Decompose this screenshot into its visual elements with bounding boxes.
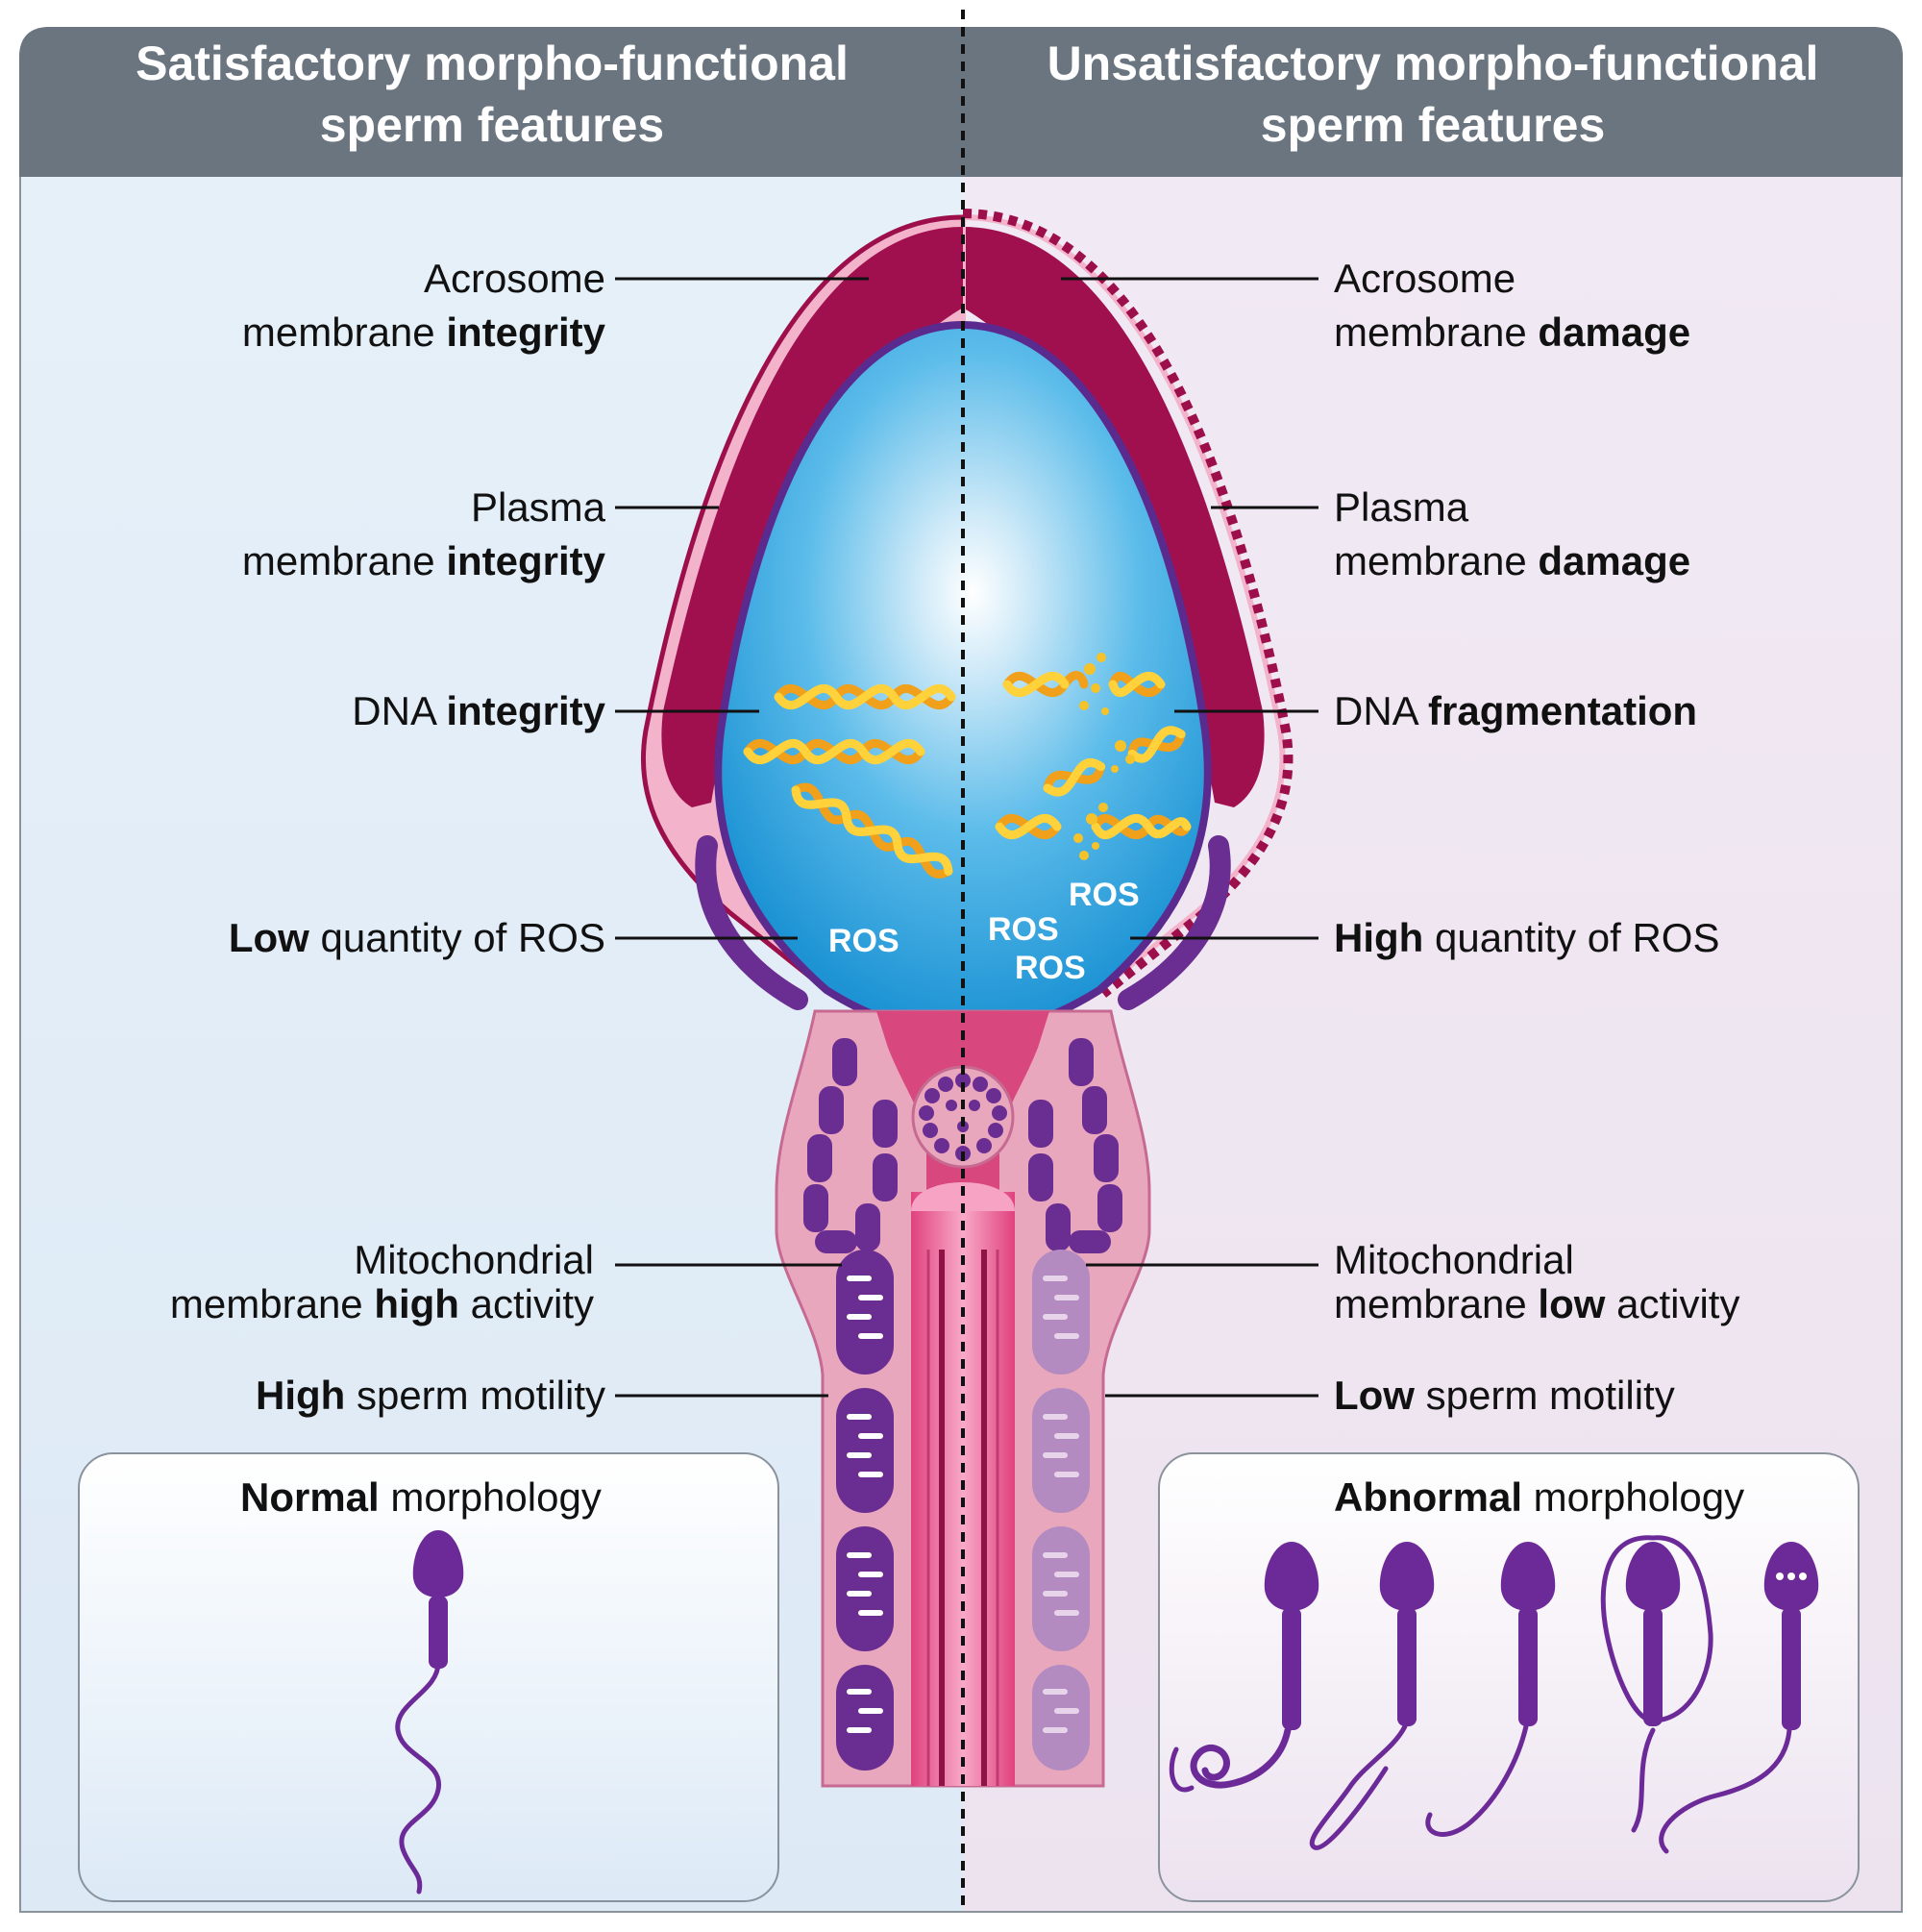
header-right-line2: sperm features <box>1260 98 1606 152</box>
ros-label-left: ROS <box>828 923 899 959</box>
label-acrosome-integrity: Acrosome membrane integrity <box>241 256 605 355</box>
damaged-membrane-right <box>963 209 1294 998</box>
dna-strands-intact <box>743 684 956 879</box>
mitochondria-right <box>1032 1250 1090 1771</box>
axoneme-cap <box>911 1182 1015 1211</box>
header-right-line1: Unsatisfactory morpho-functional <box>1047 37 1819 90</box>
ros-label-right-3: ROS <box>1015 950 1086 986</box>
label-mito-low: Mitochondrial membrane low activity <box>1334 1237 1740 1326</box>
plasma-membrane-right <box>963 213 1286 1023</box>
outer-dense-fibers-right <box>1028 1038 1122 1253</box>
header-right: Unsatisfactory morpho-functional sperm fe… <box>963 27 1903 161</box>
label-high-ros: High quantity of ROS <box>1334 915 1720 960</box>
normal-morphology-box <box>78 1452 779 1902</box>
normal-morphology-title: Normal morphology <box>240 1474 602 1520</box>
abnormal-sperm-icons <box>1169 1535 1819 1854</box>
ros-label-right-2: ROS <box>988 911 1059 948</box>
leader-lines <box>615 277 1318 1398</box>
label-plasma-integrity: Plasma membrane integrity <box>241 484 605 583</box>
post-acrosomal-left <box>695 835 808 1010</box>
abnormal-morphology-box <box>1158 1452 1860 1902</box>
label-mito-high: Mitochondrial membrane high activity <box>169 1237 594 1326</box>
abnormal-morphology-title: Abnormal morphology <box>1334 1474 1745 1520</box>
ros-label-right-1: ROS <box>1069 877 1140 913</box>
normal-sperm-icon <box>395 1530 464 1895</box>
mitochondria-left <box>836 1250 894 1771</box>
label-acrosome-damage: Acrosome membrane damage <box>1334 256 1691 355</box>
post-acrosomal-right <box>1118 835 1231 1010</box>
dna-strands-fragmented <box>995 653 1192 860</box>
outer-dense-fibers-left <box>803 1038 898 1253</box>
header-left-line2: sperm features <box>319 98 665 152</box>
label-dna-fragmentation: DNA fragmentation <box>1334 688 1698 733</box>
label-low-ros: Low quantity of ROS <box>228 915 605 960</box>
label-high-motility: High sperm motility <box>255 1373 605 1418</box>
header-left: Satisfactory morpho-functional sperm feat… <box>21 27 963 161</box>
label-plasma-damage: Plasma membrane damage <box>1334 484 1691 583</box>
header-left-line1: Satisfactory morpho-functional <box>136 37 849 90</box>
label-low-motility: Low sperm motility <box>1334 1373 1675 1418</box>
label-dna-integrity: DNA integrity <box>352 688 605 733</box>
